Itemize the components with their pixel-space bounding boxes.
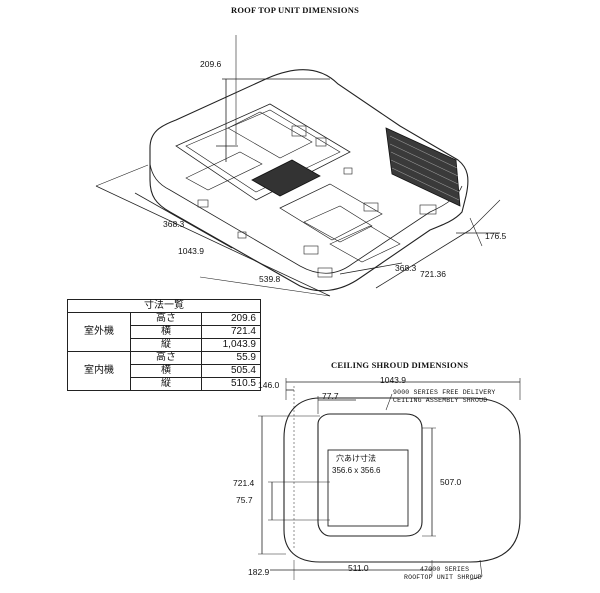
- callout-rooftop-line-1: 47000 SERIES: [420, 566, 470, 573]
- unit-housing-outline: [149, 69, 469, 292]
- left-depth-dim-line: [134, 192, 233, 249]
- dim-inner-offset: 77.7: [322, 391, 339, 401]
- cutout-size: 356.6 x 356.6: [332, 466, 381, 475]
- ceiling-shroud-title: CEILING SHROUD DIMENSIONS: [331, 360, 469, 370]
- dim-right-width: 721.36: [420, 269, 446, 279]
- table-header-row: 寸法一覧: [67, 299, 261, 313]
- vent-grille: [385, 127, 461, 207]
- dim-bottom-offset: 182.9: [248, 567, 270, 577]
- dimensions-table: 寸法一覧 室外機 高さ 209.6 横 721.4 縦 1,043.9 室内機 …: [67, 299, 261, 391]
- table-row: 縦 510.5: [68, 377, 261, 391]
- row-label: 高さ: [130, 312, 202, 326]
- callout-ceiling-line-1: 9000 SERIES FREE DELIVERY: [393, 389, 496, 396]
- roof-unit-title: ROOF TOP UNIT DIMENSIONS: [231, 5, 360, 15]
- mounting-plate: [175, 103, 351, 201]
- row-label: 高さ: [130, 351, 202, 365]
- cutout-rect: [327, 449, 409, 527]
- dim-side-small: 75.7: [236, 495, 253, 505]
- control-board: [251, 159, 321, 197]
- ceiling-shroud-outline: [317, 413, 423, 537]
- roof-unit-drawing: [95, 35, 501, 297]
- dim-right-depth: 368.3: [395, 263, 417, 273]
- dim-length: 1043.9: [178, 246, 204, 256]
- ceiling-shroud-drawing: [258, 378, 521, 581]
- dim-depth-left: 368.3: [163, 219, 185, 229]
- row-label: 横: [130, 325, 202, 339]
- callout-ceiling-line-2: CEILING ASSEMBLY SHROUD: [393, 397, 488, 404]
- dim-cutout-height: 507.0: [440, 477, 462, 487]
- table-row: 横 721.4: [68, 325, 261, 339]
- group-outdoor-unit: 室外機: [67, 312, 131, 352]
- dim-right-small: 176.5: [485, 231, 507, 241]
- dim-total-width: 721.4: [233, 478, 255, 488]
- length-dim-line: [95, 185, 331, 297]
- callout-rooftop-line-2: ROOFTOP UNIT SHROUD: [404, 574, 482, 581]
- dim-width: 539.8: [259, 274, 281, 284]
- row-label: 縦: [130, 338, 202, 352]
- row-value: 721.4: [201, 325, 261, 339]
- row-value: 510.5: [201, 377, 261, 391]
- dim-left-offset: 146.0: [258, 380, 280, 390]
- row-value: 55.9: [201, 351, 261, 365]
- right-width-dim-line: [375, 229, 471, 289]
- frame-cutout: [279, 183, 383, 241]
- row-value: 209.6: [201, 312, 261, 326]
- table-row: 室外機 高さ 209.6: [67, 312, 261, 352]
- dim-height: 209.6: [200, 59, 222, 69]
- dim-total-length: 1043.9: [380, 375, 406, 385]
- dim-bottom-length: 511.0: [348, 563, 369, 573]
- cutout-label: 穴あけ寸法: [336, 454, 376, 463]
- rooftop-shroud-outline: [283, 397, 521, 563]
- table-row: 縦 1,043.9: [68, 338, 261, 352]
- row-value: 1,043.9: [201, 338, 261, 352]
- table-title: 寸法一覧: [67, 299, 261, 313]
- table-row: 室内機 高さ 55.9: [67, 351, 261, 391]
- right-depth-dim-line: [339, 262, 403, 275]
- group-indoor-unit: 室内機: [67, 351, 131, 391]
